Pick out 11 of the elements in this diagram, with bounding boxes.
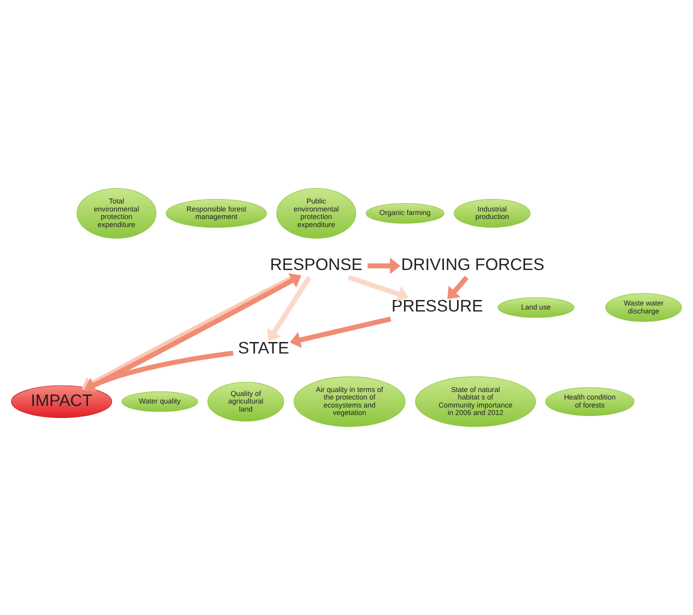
node-text: DRIVING FORCES — [401, 255, 544, 274]
arrow — [84, 350, 234, 393]
node-ellipse: IMPACT — [11, 385, 112, 418]
arrow — [447, 276, 469, 299]
arrow — [290, 316, 392, 348]
arrow — [267, 276, 312, 341]
node-text: RESPONSE — [270, 255, 362, 274]
node-text: PRESSURE — [391, 296, 483, 316]
arrow — [368, 258, 400, 274]
arrow — [348, 274, 409, 302]
node-text: STATE — [238, 338, 290, 358]
